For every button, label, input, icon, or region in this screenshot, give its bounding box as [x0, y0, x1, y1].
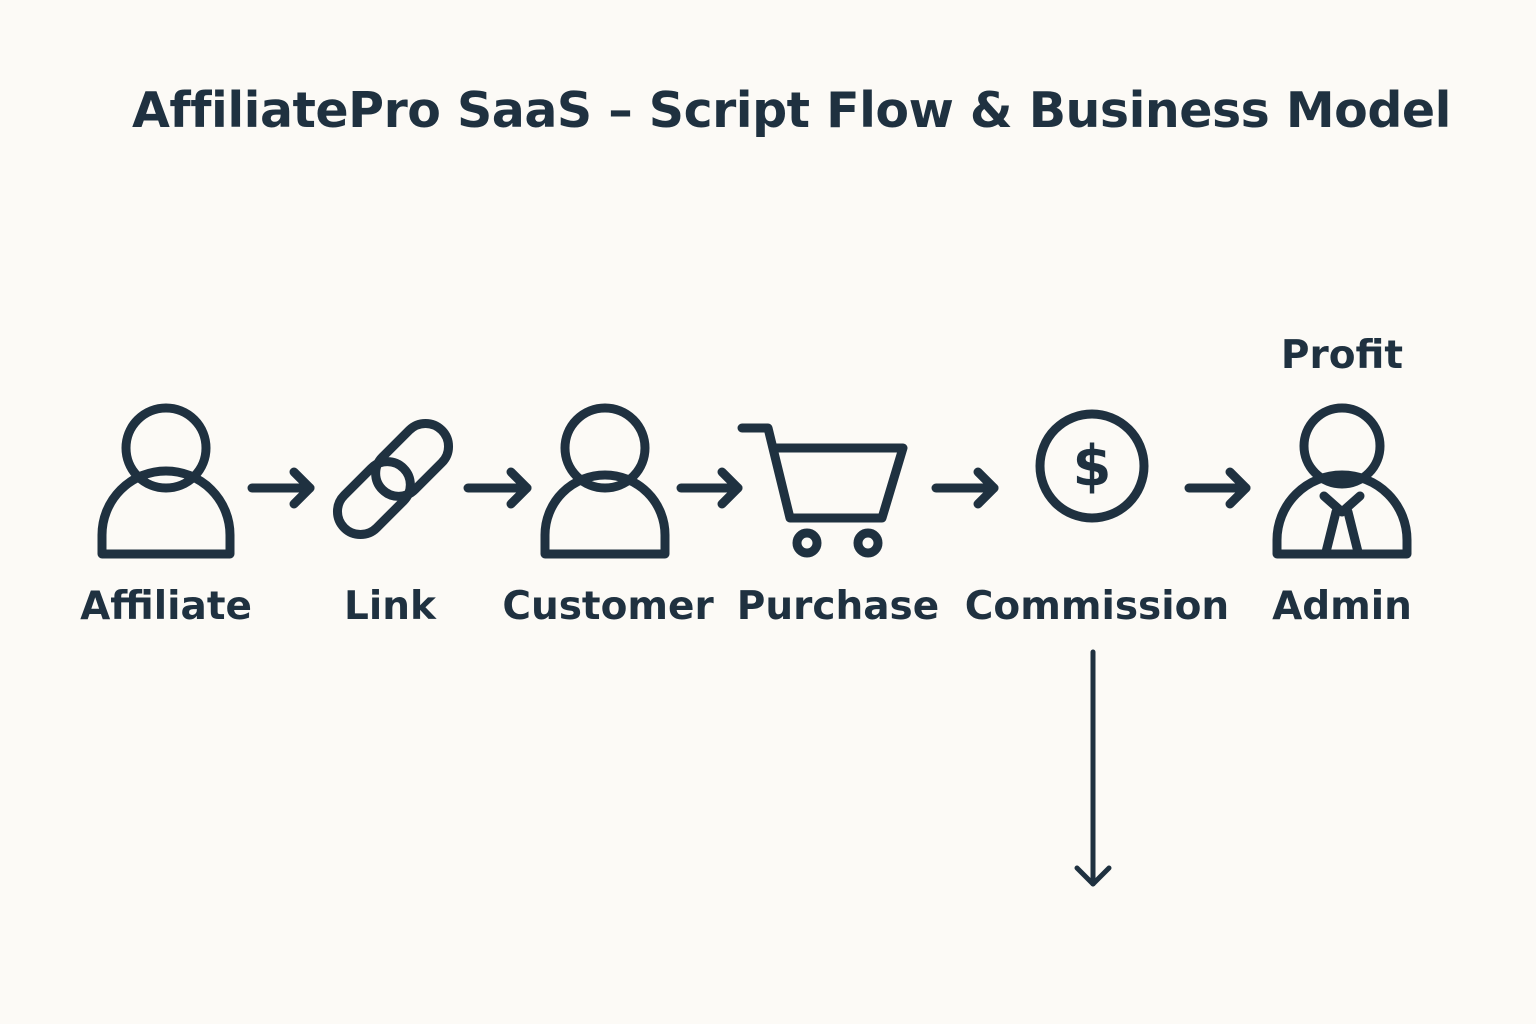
dollar-coin-icon	[1035, 409, 1149, 523]
chain-link-icon	[332, 418, 454, 540]
node-label-affiliate: Affiliate	[80, 584, 252, 629]
affiliate-person-icon	[97, 403, 235, 559]
profit-annotation: Profit	[1280, 333, 1404, 378]
node-label-commission: Commission	[964, 584, 1230, 629]
node-label-customer: Customer	[502, 584, 714, 629]
diagram-title: AffiliatePro SaaS – Script Flow & Busine…	[132, 82, 1451, 139]
customer-person-icon	[540, 403, 670, 559]
shopping-cart-icon	[737, 423, 908, 558]
node-label-purchase: Purchase	[736, 584, 940, 629]
arrow-customer-to-purchase	[676, 467, 743, 509]
node-label-link: Link	[344, 584, 436, 629]
admin-person-tie-icon	[1272, 403, 1412, 559]
arrow-link-to-customer	[463, 467, 532, 509]
arrow-commission-to-admin	[1184, 467, 1251, 509]
arrow-affiliate-to-link	[247, 467, 315, 509]
node-label-admin: Admin	[1272, 584, 1412, 629]
arrow-commission-down	[1074, 649, 1112, 887]
dollar-sign-icon: $	[1073, 434, 1112, 499]
arrow-purchase-to-commission	[931, 467, 999, 509]
